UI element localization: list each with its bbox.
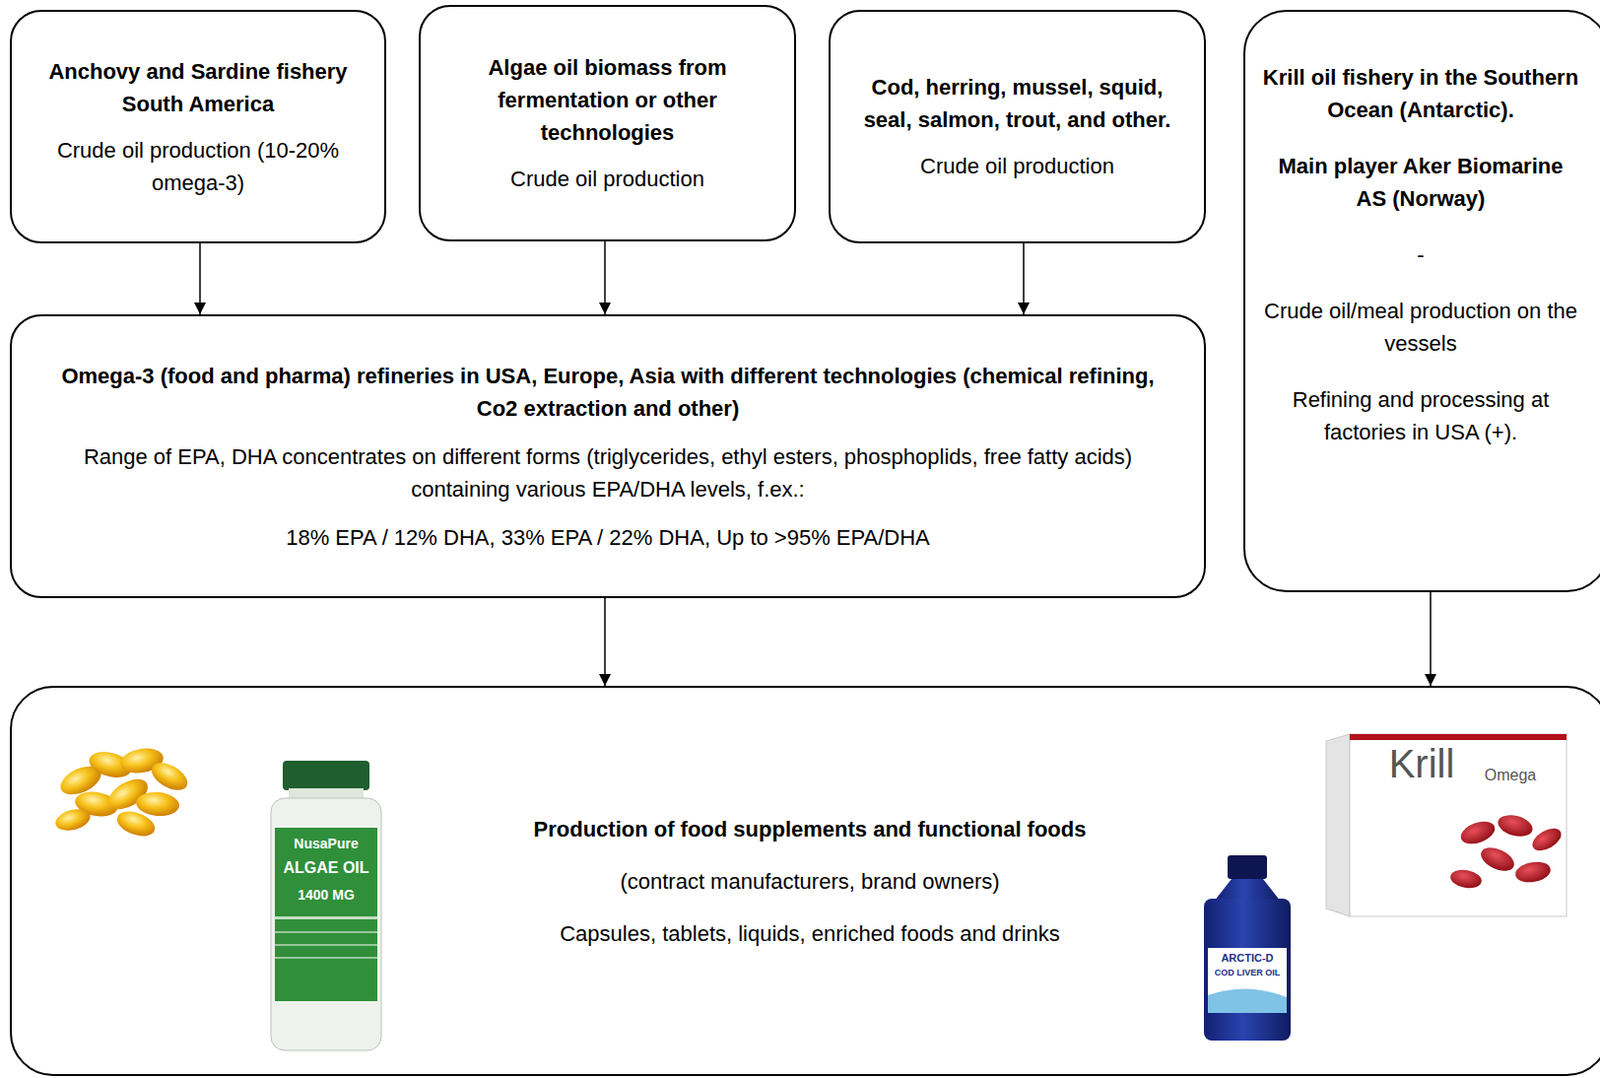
- process-box: Krill oil fishery in the Southern Ocean …: [1243, 9, 1600, 593]
- label-stripe: [274, 916, 378, 920]
- box-text: 18% EPA / 12% DHA, 33% EPA / 22% DHA, Up…: [285, 521, 931, 554]
- box-heading: Omega-3 (food and pharma) refineries in …: [41, 359, 1175, 425]
- process-box: Anchovy and Sardine fishery South Americ…: [9, 9, 387, 244]
- bottle-label: [274, 827, 378, 1001]
- bottle-body: [1203, 898, 1291, 1041]
- flow-arrow: [199, 243, 201, 315]
- box-text: Capsules, tablets, liquids, enriched foo…: [559, 917, 1061, 950]
- product-label: Omega: [1475, 766, 1545, 785]
- output-panel: Production of food supplements and funct…: [9, 685, 1600, 1076]
- box-heading: Cod, herring, mussel, squid, seal, salmo…: [852, 70, 1183, 136]
- box-text: -: [1416, 238, 1424, 271]
- capsule: [53, 805, 93, 835]
- label-stripe: [274, 931, 378, 934]
- box-heading: Algae oil biomass from fermentation or o…: [442, 51, 773, 149]
- process-box: Cod, herring, mussel, squid, seal, salmo…: [828, 9, 1206, 244]
- product-label: NusaPure: [274, 835, 378, 852]
- process-box: Algae oil biomass from fermentation or o…: [418, 4, 797, 242]
- bottle-shoulder: [1213, 878, 1281, 902]
- product-label: Krill: [1367, 740, 1476, 787]
- flow-arrow: [603, 241, 606, 315]
- cod-liver-oil-bottle: [1203, 855, 1291, 1041]
- box-text: Crude oil production: [920, 149, 1115, 183]
- flow-arrow: [1429, 592, 1432, 686]
- product-label: COD LIVER OIL: [1207, 967, 1287, 978]
- capsule: [146, 756, 193, 796]
- label-wave: [1207, 988, 1287, 1013]
- box-text: (contract manufacturers, brand owners): [619, 865, 1000, 898]
- box-text: Crude oil production: [510, 162, 705, 196]
- box-front: [1349, 733, 1567, 917]
- flow-arrow: [603, 598, 606, 686]
- capsule: [1495, 811, 1535, 841]
- bottle-cap: [282, 760, 370, 791]
- box-heading: Production of food supplements and funct…: [533, 812, 1087, 846]
- capsule: [1529, 823, 1566, 856]
- box-side: [1326, 733, 1350, 917]
- capsule: [113, 806, 158, 841]
- process-box: Omega-3 (food and pharma) refineries in …: [9, 314, 1206, 599]
- bottle-cap: [1227, 855, 1267, 879]
- product-label: ARCTIC-D: [1207, 951, 1287, 965]
- softgel-capsules: [53, 744, 193, 841]
- box-text: Crude oil/meal production on the vessels: [1261, 294, 1581, 360]
- capsule: [1458, 816, 1499, 848]
- label-stripe: [274, 943, 378, 946]
- capsule: [1449, 866, 1484, 890]
- box-heading: Main player Aker Biomarine AS (Norway): [1261, 149, 1581, 215]
- product-label: 1400 MG: [274, 886, 378, 903]
- capsule: [134, 790, 181, 818]
- krill-omega-box: [1326, 733, 1567, 917]
- capsule: [1514, 859, 1553, 885]
- box-text: Crude oil production (10-20% omega-3): [33, 133, 363, 200]
- product-label: ALGAE OIL: [274, 859, 378, 877]
- bottle-label: [1207, 947, 1287, 1013]
- algae-oil-bottle: [270, 760, 382, 1051]
- box-text: Refining and processing at factories in …: [1261, 383, 1581, 449]
- bottle-body: [270, 798, 382, 1051]
- box-heading: Krill oil fishery in the Southern Ocean …: [1261, 61, 1581, 127]
- box-heading: Anchovy and Sardine fishery South Americ…: [33, 55, 363, 121]
- box-text: Range of EPA, DHA concentrates on differ…: [41, 440, 1175, 506]
- capsule: [1476, 842, 1518, 875]
- label-stripe: [274, 956, 378, 959]
- flow-arrow: [1022, 243, 1025, 315]
- box-band: [1349, 733, 1567, 740]
